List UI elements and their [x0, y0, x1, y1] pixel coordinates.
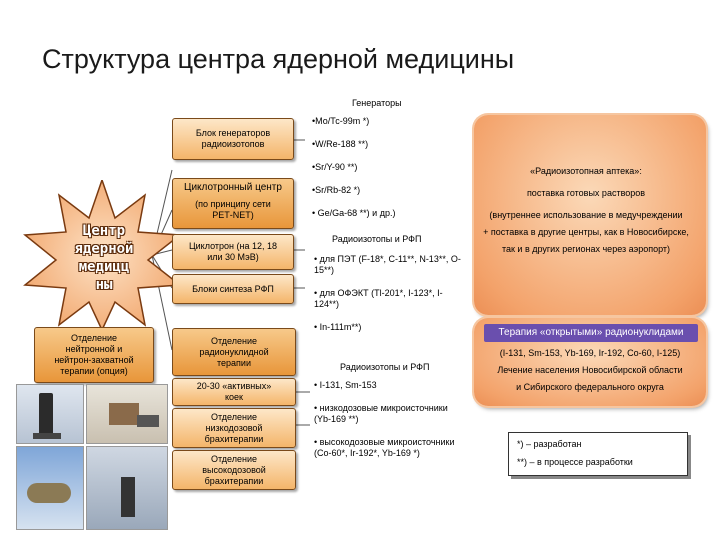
equipment-photo	[86, 384, 168, 444]
cyclotron-line: Циклотрон (на 12, 18	[189, 241, 277, 251]
cyclotron-note-line: (по принципу сети	[195, 199, 271, 209]
generator-item: •Sr/Y-90 **)	[312, 162, 358, 172]
dept-neutron-line: терапии (опция)	[60, 366, 128, 376]
legend-line: **) – в процессе разработки	[517, 457, 633, 467]
star-line: Центр	[82, 223, 126, 239]
generator-item: •Sr/Rb-82 *)	[312, 185, 361, 195]
rfp1-item: • для ПЭТ (F-18*, С-11**, N-13**, O-15**…	[314, 254, 461, 275]
dept-neutron-box: Отделение нейтронной и нейтрон-захватной…	[34, 327, 154, 383]
therapy-line: и Сибирского федерального округа	[516, 382, 664, 392]
low-dose-line: Отделение	[210, 411, 258, 422]
therapy-text: (I-131, Sm-153, Yb-169, Ir-192, Co-60, I…	[474, 346, 706, 393]
page-title: Структура центра ядерной медицины	[42, 44, 515, 74]
beds-line: коек	[225, 392, 243, 402]
cyclotron-box: Циклотрон (на 12, 18 или 30 МэВ)	[172, 234, 294, 270]
pharmacy-line: (внутреннее использование в медучреждени…	[489, 210, 683, 220]
rfp2-item: • I-131, Sm-153	[314, 380, 377, 390]
low-dose-box: Отделение низкодозовой брахитерапии	[172, 408, 296, 448]
dept-neutron-line: нейтронной и	[65, 344, 123, 354]
therapy-line: (I-131, Sm-153, Yb-169, Ir-192, Co-60, I…	[499, 348, 681, 358]
center-star-shape	[23, 180, 182, 330]
star-line: медицц	[78, 259, 130, 275]
rfp-heading: Радиоизотопы и РФП	[332, 234, 422, 244]
low-dose-line: низкодозовой	[205, 422, 263, 433]
generators-heading: Генераторы	[352, 98, 402, 108]
star-line: ны	[95, 277, 113, 293]
synthesis-box: Блоки синтеза РФП	[172, 274, 294, 304]
dept-radionuclide-line: радионуклидной	[199, 346, 269, 357]
cyclotron-center-box: Циклотронный центр (по принципу сети РЕТ…	[172, 178, 294, 229]
rfp-heading: Радиоизотопы и РФП	[340, 362, 430, 372]
pharmacy-text: «Радиоизотопная аптека»: поставка готовы…	[466, 160, 706, 278]
synthesis-label: Блоки синтеза РФП	[192, 283, 274, 294]
generator-item: •Мо/Тс-99m *)	[312, 116, 370, 126]
equipment-photo	[86, 446, 168, 530]
rfp1-item: • In-111m**)	[314, 322, 362, 332]
center-star-label: Центр ядерной медицц ны	[56, 222, 152, 294]
equipment-photo	[16, 446, 84, 530]
pharmacy-line: так и в других регионах через аэропорт)	[501, 244, 671, 254]
rfp2-item: • высокодозовые микроисточники (Co-60*, …	[314, 437, 455, 458]
dept-neutron-line: нейтрон-захватной	[54, 355, 134, 365]
dept-radionuclide-box: Отделение радионуклидной терапии	[172, 328, 296, 376]
cyclotron-center-label: Циклотронный центр	[184, 182, 282, 193]
legend-line: *) – разработан	[517, 439, 582, 449]
high-dose-line: Отделение	[210, 453, 258, 464]
rfp2-item: • низкодозовые микроисточники (Yb-169 **…	[314, 403, 448, 424]
therapy-line: Лечение населения Новосибирской области	[497, 365, 683, 375]
low-dose-line: брахитерапии	[204, 433, 264, 444]
generator-item: • Ge/Ga-68 **) и др.)	[312, 208, 396, 218]
rfp1-list: • для ПЭТ (F-18*, С-11**, N-13**, O-15**…	[314, 254, 464, 345]
star-line: ядерной	[74, 241, 134, 257]
therapy-bar: Терапия «открытыми» радионуклидами	[484, 324, 698, 342]
pharmacy-line: поставка готовых растворов	[526, 188, 646, 198]
dept-radionuclide-line: терапии	[217, 357, 251, 368]
dept-radionuclide-line: Отделение	[210, 335, 258, 346]
pharmacy-line: + поставка в другие центры, как в Новоси…	[483, 227, 689, 237]
dept-neutron-line: Отделение	[70, 333, 118, 343]
cyclotron-line: или 30 МэВ)	[207, 252, 259, 262]
rfp1-item: • для ОФЭКТ (Tl-201*, I-123*, I-124**)	[314, 288, 443, 309]
high-dose-line: высокодозовой	[202, 464, 266, 475]
generators-list: •Мо/Тс-99m *) •W/Re-188 **) •Sr/Y-90 **)…	[312, 116, 462, 231]
high-dose-box: Отделение высокодозовой брахитерапии	[172, 450, 296, 490]
beds-box: 20-30 «активных» коек	[172, 378, 296, 406]
pharmacy-panel	[474, 115, 706, 315]
generator-block-line: радиоизотопов	[201, 139, 265, 149]
beds-line: 20-30 «активных»	[196, 381, 272, 391]
equipment-photo	[16, 384, 84, 444]
generator-block-box: Блок генераторов радиоизотопов	[172, 118, 294, 160]
generator-item: •W/Re-188 **)	[312, 139, 369, 149]
legend-card: *) – разработан **) – в процессе разрабо…	[508, 432, 688, 476]
pharmacy-line: «Радиоизотопная аптека»:	[530, 166, 642, 176]
generator-block-line: Блок генераторов	[195, 128, 271, 138]
cyclotron-note-line: РЕТ-NET)	[212, 210, 254, 220]
rfp2-list: • I-131, Sm-153 • низкодозовые микроисто…	[314, 380, 464, 471]
high-dose-line: брахитерапии	[204, 475, 264, 486]
